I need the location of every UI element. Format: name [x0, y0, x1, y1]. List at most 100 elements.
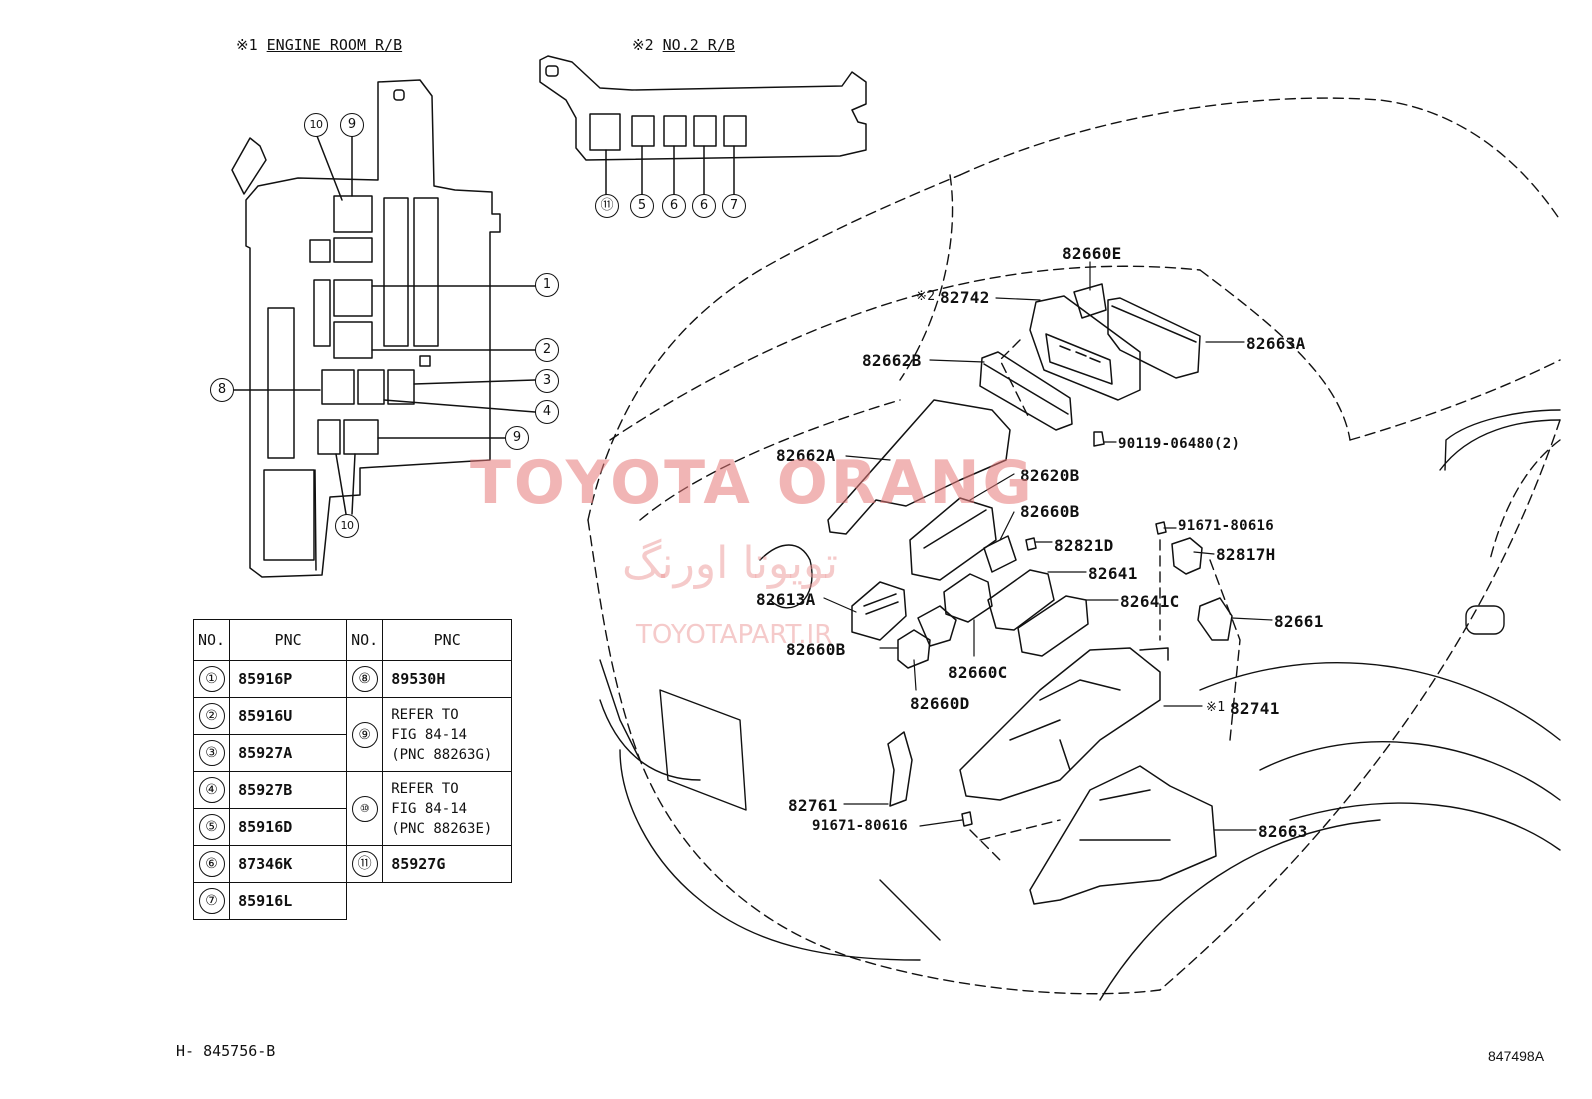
table-row: ② 85916U ⑨ REFER TO FIG 84-14 (PNC 88263…	[192, 697, 513, 772]
part-label-82660B-top[interactable]: 82660B	[1020, 502, 1080, 521]
part-label-82742[interactable]: 82742	[940, 288, 990, 307]
part-label-82613A[interactable]: 82613A	[756, 590, 816, 609]
callout-1: 1	[535, 273, 559, 297]
row-number: ⑧	[351, 666, 378, 692]
part-label-90119-06480[interactable]: 90119-06480(2)	[1118, 436, 1241, 452]
pnc-value[interactable]: 89530H	[382, 660, 513, 698]
component-82742-drawing	[1029, 295, 1141, 401]
component-82660C-drawing	[943, 573, 993, 623]
component-82817H-drawing	[1171, 537, 1203, 575]
callout-10-lower: 10	[335, 514, 359, 538]
part-label-82817H[interactable]: 82817H	[1216, 545, 1276, 564]
part-label-82660D[interactable]: 82660D	[910, 694, 970, 713]
pnc-value[interactable]: 85927A	[229, 734, 348, 772]
table-row: ⑤ 85916D	[192, 808, 512, 846]
component-82821D-drawing	[1025, 537, 1037, 551]
table-header-row: NO. PNC NO. PNC	[192, 619, 513, 661]
component-bolt-91671-bot-drawing	[961, 811, 973, 827]
footer-right-code: 847498A	[1488, 1048, 1545, 1064]
component-82613A-drawing	[851, 581, 907, 641]
row-number: ③	[198, 740, 225, 766]
part-label-82663[interactable]: 82663	[1258, 822, 1308, 841]
footer-left-code: H- 845756-B	[176, 1042, 276, 1060]
table-row: ① 85916P ⑧ 89530H	[192, 660, 513, 698]
part-label-82661[interactable]: 82661	[1274, 612, 1324, 631]
pnc-value[interactable]: 85916D	[229, 808, 348, 846]
pnc-refer-cell[interactable]: REFER TO FIG 84-14 (PNC 88263G)	[382, 697, 513, 772]
pnc-value[interactable]: 85916P	[229, 660, 348, 698]
component-82663-drawing	[1029, 765, 1217, 905]
row-number: ⑨	[351, 721, 378, 748]
row-number: ⑩	[351, 795, 378, 822]
callout-10-top: 10	[304, 113, 328, 137]
part-label-82660C[interactable]: 82660C	[948, 663, 1008, 682]
callout-6a-no2: 6	[662, 194, 686, 218]
vehicle-outline-drawing	[587, 97, 1561, 995]
component-82663A-drawing	[1107, 297, 1201, 379]
pnc-value[interactable]: 87346K	[229, 845, 348, 883]
watermark-farsi: تویوتا اورنگ	[622, 538, 838, 589]
component-82660E-drawing	[1073, 283, 1107, 319]
no2-rb-header: ※2 NO.2 R/B	[632, 36, 735, 54]
callout-8: 8	[210, 378, 234, 402]
part-label-82641[interactable]: 82641	[1088, 564, 1138, 583]
row-number: ⑤	[198, 814, 225, 840]
engine-room-rb-header: ※1 ENGINE ROOM R/B	[236, 36, 402, 54]
part-label-91671-80616-bottom[interactable]: 91671-80616	[812, 818, 909, 834]
pnc-value[interactable]: 85927G	[382, 845, 513, 883]
col-header-no-right: NO.	[346, 619, 384, 661]
part-label-82662B[interactable]: 82662B	[862, 351, 922, 370]
component-82641-drawing	[987, 569, 1055, 631]
engine-room-title: ENGINE ROOM R/B	[266, 36, 403, 54]
pnc-reference-table: NO. PNC NO. PNC ① 85916P ⑧ 89530H ② 8591…	[192, 619, 513, 920]
refer-line-3: (PNC 88263E)	[391, 820, 493, 837]
refer-line-2: FIG 84-14	[391, 726, 468, 743]
engine-room-prefix: ※1	[236, 36, 258, 54]
refer-line-1: REFER TO	[391, 706, 459, 723]
part-label-82821D[interactable]: 82821D	[1054, 536, 1114, 555]
row-number: ⑪	[351, 851, 378, 877]
component-82620B-drawing	[909, 497, 997, 581]
part-label-82641C[interactable]: 82641C	[1120, 592, 1180, 611]
refer-line-1: REFER TO	[391, 780, 459, 797]
pnc-refer-cell[interactable]: REFER TO FIG 84-14 (PNC 88263E)	[382, 771, 513, 846]
callout-6b-no2: 6	[692, 194, 716, 218]
component-82741-drawing	[959, 647, 1169, 801]
component-82661-drawing	[1197, 597, 1233, 641]
component-82660B-small-drawing	[983, 535, 1017, 573]
callout-7-no2: 7	[722, 194, 746, 218]
part-label-82662A[interactable]: 82662A	[776, 446, 836, 465]
callout-9-top: 9	[340, 113, 364, 137]
col-header-no-left: NO.	[192, 619, 231, 661]
part-label-91671-80616-top[interactable]: 91671-80616	[1178, 518, 1275, 534]
refer-line-2: FIG 84-14	[391, 800, 468, 817]
part-label-82741[interactable]: 82741	[1230, 699, 1280, 718]
row-number: ⑥	[198, 851, 225, 877]
pnc-value[interactable]: 85927B	[229, 771, 348, 809]
table-row: ⑦ 85916L	[192, 882, 512, 920]
row-number: ①	[198, 666, 225, 692]
row-number: ②	[198, 703, 225, 729]
part-label-82761[interactable]: 82761	[788, 796, 838, 815]
pnc-value[interactable]: 85916L	[229, 882, 348, 920]
component-82761-drawing	[887, 731, 913, 807]
watermark-url: TOYOTAPART.IR	[636, 620, 833, 650]
callout-5-no2: 5	[630, 194, 654, 218]
table-row: ⑥ 87346K ⑪ 85927G	[192, 845, 513, 883]
part-label-82660B-lower[interactable]: 82660B	[786, 640, 846, 659]
callout-3: 3	[535, 369, 559, 393]
part-label-82660E[interactable]: 82660E	[1062, 244, 1122, 263]
engine-room-relay-block-drawing	[231, 79, 536, 578]
vehicle-body-solid-drawing	[599, 409, 1561, 1001]
table-row: ④ 85927B ⑩ REFER TO FIG 84-14 (PNC 88263…	[192, 771, 513, 846]
callout-2: 2	[535, 338, 559, 362]
component-82641C-drawing	[1017, 595, 1089, 657]
no2-title: NO.2 R/B	[662, 36, 735, 54]
pnc-value[interactable]: 85916U	[229, 697, 348, 735]
callout-4: 4	[535, 400, 559, 424]
component-bolt-90119-drawing	[1093, 431, 1105, 447]
part-label-82620B[interactable]: 82620B	[1020, 466, 1080, 485]
part-label-82663A[interactable]: 82663A	[1246, 334, 1306, 353]
component-82662A-drawing	[827, 399, 1011, 535]
